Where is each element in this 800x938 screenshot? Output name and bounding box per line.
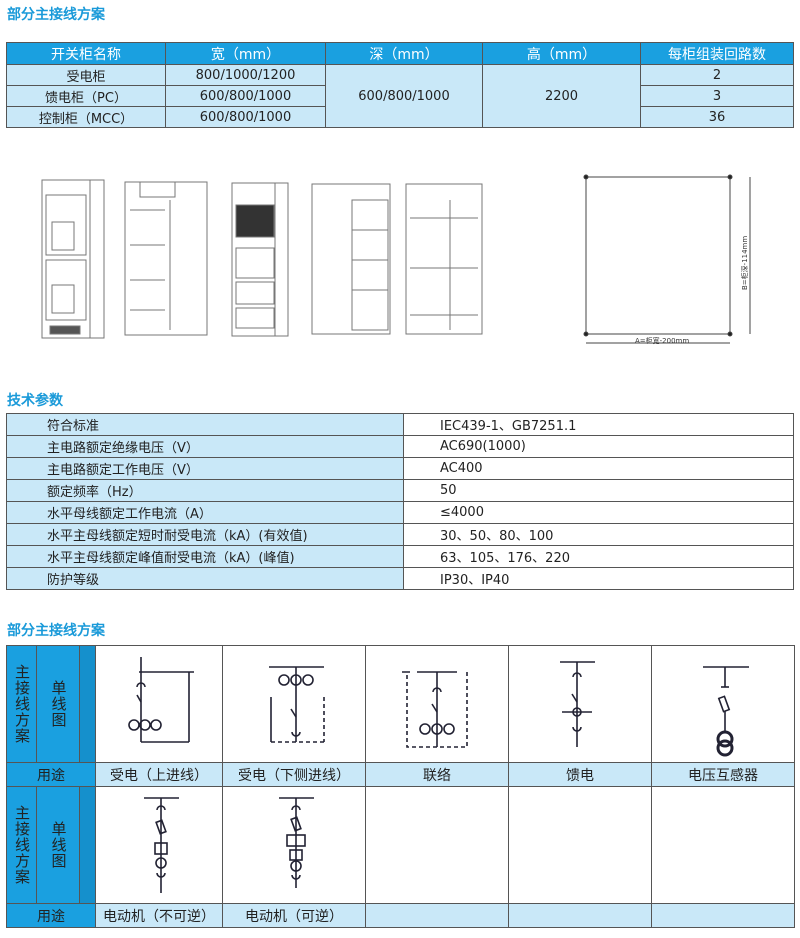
param-key: 主电路额定工作电压（V）	[6, 457, 404, 480]
header-height: 高（mm）	[482, 42, 641, 65]
scheme-use: 联络	[365, 762, 509, 787]
use-label: 用途	[6, 762, 96, 787]
cabinet-spec-table: 开关柜名称 宽（mm） 深（mm） 高（mm） 每柜组装回路数 受电柜 800/…	[6, 42, 794, 128]
use-label: 用途	[6, 903, 96, 928]
param-value: 50	[403, 479, 794, 502]
cabinet-name: 馈电柜（PC）	[6, 85, 166, 107]
table-row: 额定频率（Hz）50	[6, 479, 794, 502]
param-value: IP30、IP40	[403, 567, 794, 590]
cabinet-front-view-2	[231, 182, 289, 337]
diagram-motor-nonreversible	[95, 786, 223, 904]
param-key: 水平主母线额定短时耐受电流（kA）(有效值)	[6, 523, 404, 546]
cabinet-width: 600/800/1000	[165, 85, 326, 107]
diagram-empty	[508, 786, 652, 904]
header-width: 宽（mm）	[165, 42, 326, 65]
diagram-empty	[651, 786, 795, 904]
param-value: AC690(1000)	[403, 435, 794, 458]
scheme-use: 电压互感器	[651, 762, 795, 787]
diagram-incoming-bottom	[222, 645, 366, 763]
cabinet-width: 600/800/1000	[165, 106, 326, 128]
param-key: 水平母线额定工作电流（A）	[6, 501, 404, 524]
table-row: 主电路额定绝缘电压（V）AC690(1000)	[6, 435, 794, 458]
cabinet-height: 2200	[482, 64, 641, 128]
param-value: ≤4000	[403, 501, 794, 524]
table-row: 水平母线额定工作电流（A）≤4000	[6, 501, 794, 524]
section-title-tech-params: 技术参数	[7, 393, 63, 409]
scheme-use	[365, 903, 509, 928]
cabinet-width: 800/1000/1200	[165, 64, 326, 86]
diagram-voltage-transformer	[651, 645, 795, 763]
header-name: 开关柜名称	[6, 42, 166, 65]
cabinet-circuits: 2	[640, 64, 794, 86]
scheme-use: 馈电	[508, 762, 652, 787]
header-depth: 深（mm）	[325, 42, 483, 65]
table-row: 水平主母线额定短时耐受电流（kA）(有效值)30、50、80、100	[6, 523, 794, 546]
scheme-use: 受电（上进线）	[95, 762, 223, 787]
table-row: 控制柜（MCC） 600/800/1000 36	[6, 106, 794, 128]
param-key: 符合标准	[6, 413, 404, 436]
cabinet-circuits: 36	[640, 106, 794, 128]
scheme-use: 受电（下侧进线）	[222, 762, 366, 787]
param-value: AC400	[403, 457, 794, 480]
param-value: 63、105、176、220	[403, 545, 794, 568]
param-key: 水平主母线额定峰值耐受电流（kA）(峰值)	[6, 545, 404, 568]
diagram-bus-tie	[365, 645, 509, 763]
dimension-a-label: A=柜宽-200mm	[635, 336, 689, 345]
section-title-schemes: 部分主接线方案	[7, 7, 105, 23]
table-row: 受电柜 800/1000/1200 600/800/1000 2200 2	[6, 64, 794, 128]
cabinet-side-view-2	[311, 183, 391, 335]
diagram-label: 单线图	[49, 821, 68, 869]
table-row: 馈电柜（PC） 600/800/1000 3	[6, 85, 794, 107]
param-key: 额定频率（Hz）	[6, 479, 404, 502]
cabinet-circuits: 3	[640, 85, 794, 107]
dimension-b-label: B=柜深-114mm	[740, 236, 749, 290]
diagram-incoming-top	[95, 645, 223, 763]
cabinet-name: 控制柜（MCC）	[6, 106, 166, 128]
section-title-schemes-2: 部分主接线方案	[7, 623, 105, 639]
cabinet-name: 受电柜	[6, 64, 166, 86]
header-circuits: 每柜组装回路数	[640, 42, 794, 65]
diagram-label: 单线图	[49, 680, 68, 728]
cabinet-depth: 600/800/1000	[325, 64, 483, 128]
cabinet-drawings: A=柜宽-200mm B=柜深-114mm	[41, 174, 751, 345]
param-key: 防护等级	[6, 567, 404, 590]
diagram-empty	[365, 786, 509, 904]
side-label: 主接线方案	[13, 664, 31, 744]
foundation-plan: A=柜宽-200mm B=柜深-114mm	[583, 174, 751, 345]
scheme-use	[651, 903, 795, 928]
cabinet-side-view-3	[405, 183, 483, 335]
diagram-motor-reversible	[222, 786, 366, 904]
table-row: 水平主母线额定峰值耐受电流（kA）(峰值)63、105、176、220	[6, 545, 794, 568]
cabinet-front-view	[41, 179, 105, 339]
scheme-use: 电动机（不可逆）	[95, 903, 223, 928]
scheme-table: 主接线方案 单线图 用途 受电（上进线） 受电（下侧进线） 联络 馈电 电压互感…	[6, 645, 795, 928]
param-value: 30、50、80、100	[403, 523, 794, 546]
scheme-use	[508, 903, 652, 928]
side-label: 主接线方案	[13, 805, 31, 885]
param-key: 主电路额定绝缘电压（V）	[6, 435, 404, 458]
param-value: IEC439-1、GB7251.1	[403, 413, 794, 436]
cabinet-side-view-1	[124, 181, 208, 336]
table-row: 主电路额定工作电压（V）AC400	[6, 457, 794, 480]
diagram-feeder	[508, 645, 652, 763]
scheme-use: 电动机（可逆）	[222, 903, 366, 928]
